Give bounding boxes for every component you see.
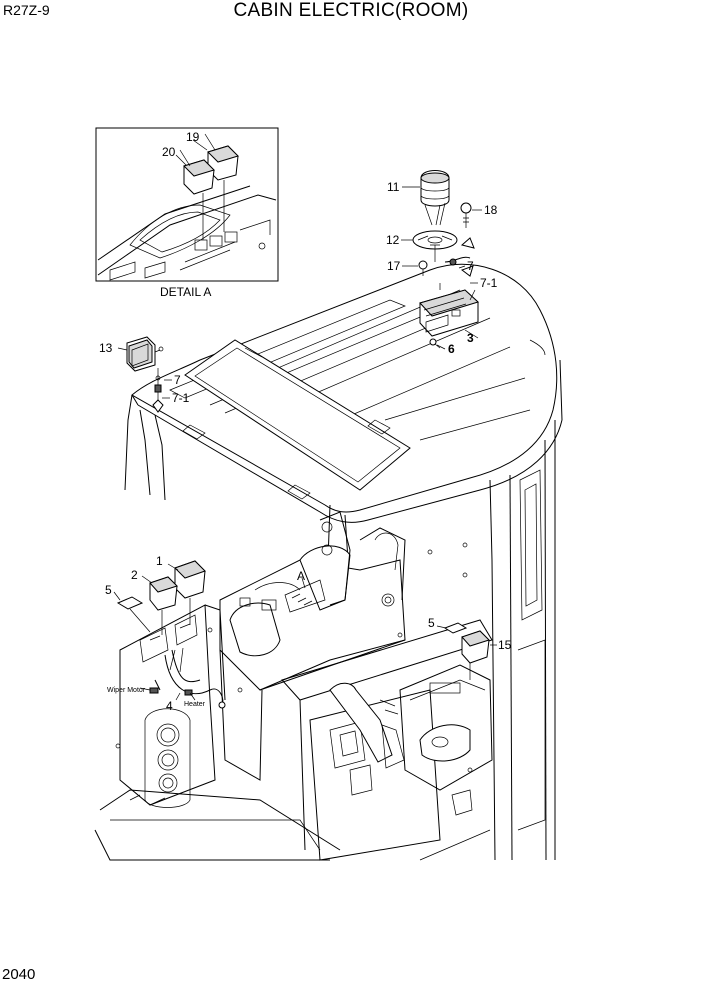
page-title: CABIN ELECTRIC(ROOM) (233, 0, 469, 21)
detail-a-caption: DETAIL A (160, 285, 211, 299)
right-control-console (329, 664, 493, 816)
callout-1: 1 (156, 554, 163, 568)
callout-7-1-left: 7-1 (172, 391, 190, 405)
detail-a-marker: A (297, 569, 305, 583)
callout-20: 20 (162, 145, 176, 159)
cabin-floor (94, 542, 493, 861)
callout-5-left: 5 (105, 583, 112, 597)
radio-unit-3 (419, 289, 479, 349)
wire-label-heater: Heater (184, 701, 206, 708)
callout-7-left: 7 (174, 373, 181, 387)
callout-7-1-top: 7-1 (480, 276, 498, 290)
callout-15: 15 (498, 638, 512, 652)
callout-12: 12 (386, 233, 400, 247)
callout-4: 4 (166, 699, 173, 713)
detail-a-inset (95, 127, 279, 282)
model-code: R27Z-9 (3, 2, 50, 18)
page-number: 2040 (2, 966, 36, 983)
wire-harness (149, 647, 226, 709)
callout-7-top: 7 (467, 259, 474, 273)
cabin-roof (131, 263, 563, 523)
beacon-lamp-assy (412, 170, 475, 290)
callout-5-right: 5 (428, 616, 435, 630)
work-light-13 (126, 336, 164, 413)
callout-18: 18 (484, 203, 498, 217)
callout-19: 19 (186, 130, 200, 144)
leader-lines (113, 139, 497, 701)
cabin-frame (124, 394, 556, 861)
left-switch-panel (115, 560, 243, 808)
callout-13: 13 (99, 341, 113, 355)
wire-label-wiper-motor: Wiper Motor (107, 687, 146, 694)
callout-11: 11 (387, 180, 400, 194)
callout-17: 17 (387, 259, 401, 273)
callout-2: 2 (131, 568, 138, 582)
callout-6: 6 (448, 342, 455, 356)
right-switch-15 (443, 622, 490, 680)
callout-3: 3 (467, 331, 474, 345)
